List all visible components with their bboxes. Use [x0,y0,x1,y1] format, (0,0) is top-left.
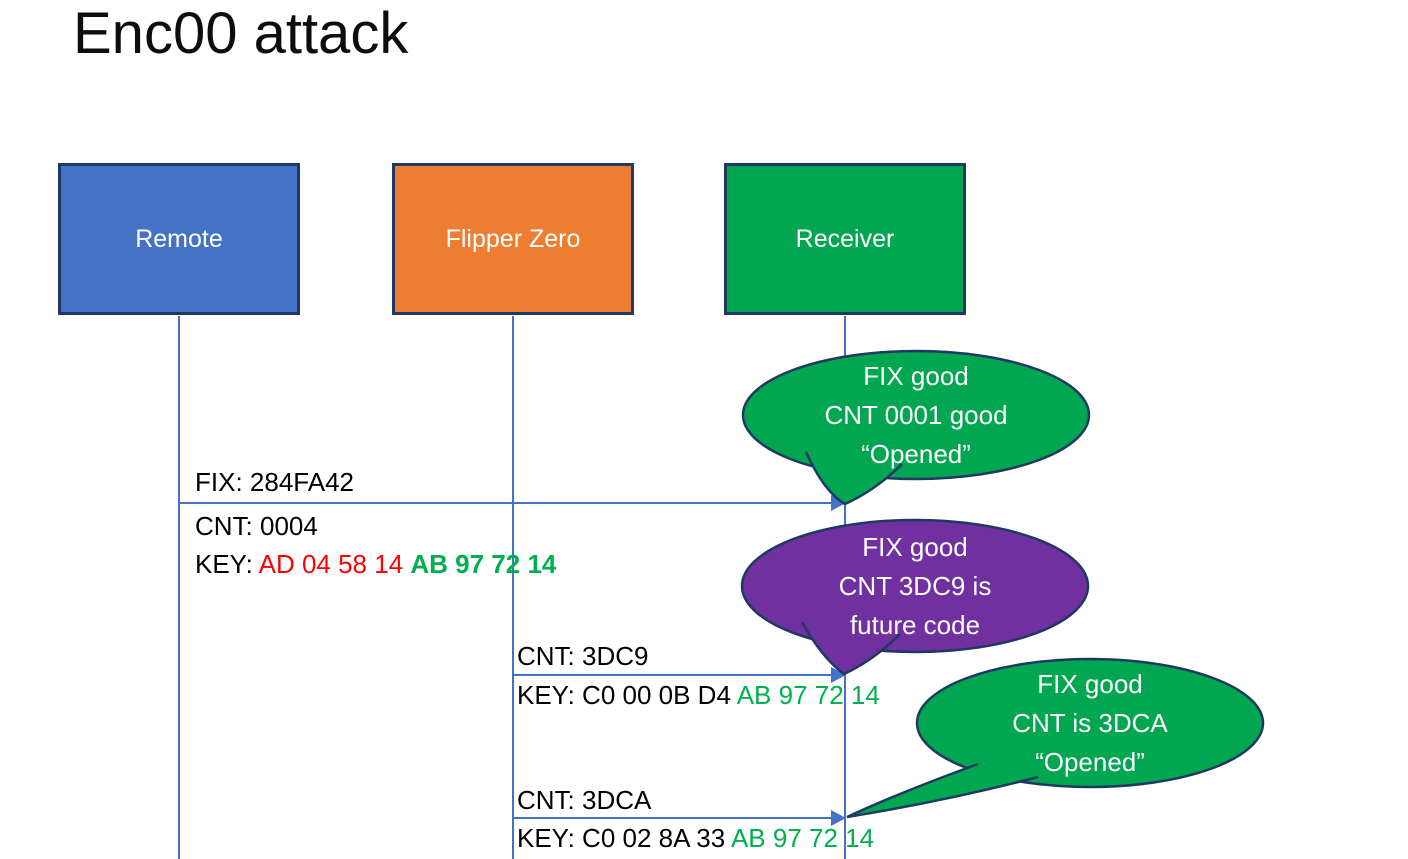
callout-1-line-2: CNT 0001 good [824,400,1008,430]
message-1-key-prefix: KEY: [195,549,259,579]
message-1-fix: FIX: 284FA42 [195,467,354,497]
callout-3-line-1: FIX good [1037,669,1143,699]
callout-2-text: FIX good CNT 3DC9 is future code [755,528,1075,645]
actor-label-flipper-zero: Flipper Zero [445,224,581,253]
arrowhead-icon-message-3 [831,810,846,826]
message-3-key-prefix: KEY: C0 02 8A 33 [517,823,731,853]
message-2-cnt: CNT: 3DC9 [517,641,649,671]
message-3-cnt: CNT: 3DCA [517,785,652,815]
actor-label-receiver: Receiver [795,224,895,253]
page-title: Enc00 attack [73,1,409,66]
callout-3-line-2: CNT is 3DCA [1012,708,1168,738]
message-1-cnt: CNT: 0004 [195,511,318,541]
callout-3-text: FIX good CNT is 3DCA “Opened” [930,665,1250,782]
actor-box-remote: Remote [58,163,300,315]
callout-3-line-3: “Opened” [1035,747,1145,777]
message-3-key: KEY: C0 02 8A 33 AB 97 72 14 [517,822,874,854]
callout-2-line-2: CNT 3DC9 is [838,571,992,601]
callout-1-line-3: “Opened” [861,439,971,469]
actor-box-receiver: Receiver [724,163,966,315]
actor-box-flipper-zero: Flipper Zero [392,163,634,315]
actor-label-remote: Remote [135,224,223,253]
message-2-key: KEY: C0 00 0B D4 AB 97 72 14 [517,679,880,711]
arrow-line-message-3 [513,817,833,819]
message-1-key: KEY: AD 04 58 14 AB 97 72 14 [195,548,556,580]
callout-1-text: FIX good CNT 0001 good “Opened” [756,357,1076,474]
message-1-key-green-bytes: AB 97 72 14 [410,549,557,579]
lifeline-remote [178,316,180,859]
message-2-key-prefix: KEY: C0 00 0B D4 [517,680,737,710]
callout-2-line-3: future code [849,610,981,640]
lifeline-flipper [512,316,514,859]
message-2-key-green-bytes: AB 97 72 14 [736,680,880,710]
message-1-key-red-bytes: AD 04 58 14 [258,549,411,579]
arrowhead-icon-message-1 [831,495,846,511]
arrow-line-message-2 [513,674,833,676]
arrow-line-message-1 [179,502,833,504]
message-3-key-green-bytes: AB 97 72 14 [730,823,875,853]
callout-2-line-1: FIX good [862,532,968,562]
callout-1-line-1: FIX good [863,361,969,391]
